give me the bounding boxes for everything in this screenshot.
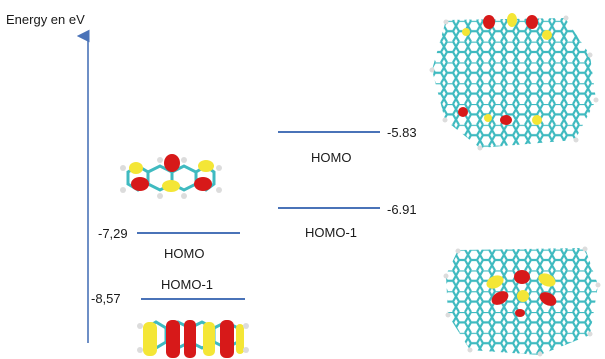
level-energy-label: -5.83 — [387, 125, 417, 140]
level-name-label: HOMO — [164, 246, 204, 261]
level-name-label: HOMO-1 — [161, 277, 213, 292]
level-name-label: HOMO-1 — [305, 225, 357, 240]
level-energy-label: -8,57 — [91, 291, 121, 306]
level-energy-label: -7,29 — [98, 226, 128, 241]
large-molecule-homo1-orbital-image — [443, 246, 601, 357]
level-name-label: HOMO — [311, 150, 351, 165]
large-molecule-homo-orbital-image — [429, 13, 599, 151]
small-molecule-homo-orbital-image — [120, 154, 222, 199]
axis-label: Energy en eV — [6, 12, 85, 27]
level-energy-label: -6.91 — [387, 202, 417, 217]
small-molecule-levels: -7,29 HOMO -8,57 HOMO-1 — [91, 226, 245, 306]
large-molecule-levels: -5.83 HOMO -6.91 HOMO-1 — [278, 125, 417, 240]
small-molecule-homo1-orbital-image — [137, 320, 249, 358]
